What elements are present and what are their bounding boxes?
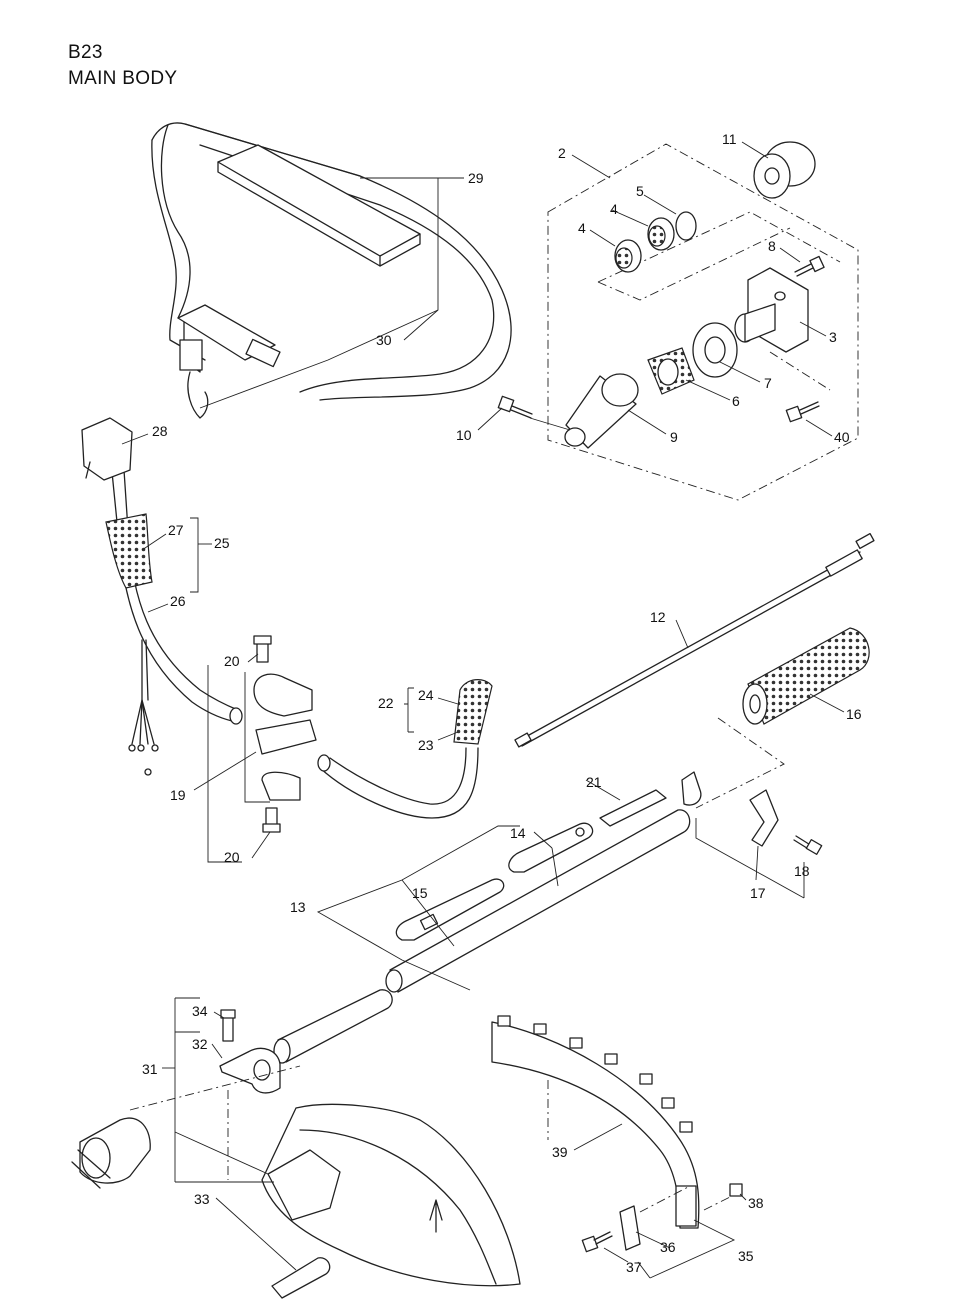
- handle-clamp: [207, 635, 317, 863]
- callout-38: 38: [748, 1195, 764, 1211]
- bolt-10: [497, 395, 533, 419]
- grip-27: [105, 513, 153, 589]
- guard-body: [261, 1103, 521, 1287]
- callout-20b: 20: [224, 849, 240, 865]
- diagram-code: B23: [68, 42, 103, 63]
- callout-25: 25: [214, 535, 230, 551]
- callout-39: 39: [552, 1144, 568, 1160]
- callout-16: 16: [846, 706, 862, 722]
- callout-7: 7: [764, 375, 772, 391]
- callout-11: 11: [722, 131, 737, 147]
- callout-2: 2: [558, 145, 566, 161]
- label-14: [508, 822, 594, 873]
- callout-27: 27: [168, 522, 184, 538]
- callout-24: 24: [418, 687, 434, 703]
- callout-30: 30: [376, 332, 392, 348]
- loop-handle: [317, 679, 493, 819]
- bolt-40: [785, 401, 820, 423]
- clutch-drum-group: [497, 141, 859, 501]
- callout-9: 9: [670, 429, 678, 445]
- callout-26: 26: [170, 593, 186, 609]
- callout-31: 31: [142, 1061, 158, 1077]
- callout-15: 15: [412, 885, 428, 901]
- throttle-assembly: [81, 417, 243, 776]
- nut-38: [729, 1183, 743, 1197]
- callout-20a: 20: [224, 653, 240, 669]
- callout-29: 29: [468, 170, 484, 186]
- plate-33: [271, 1257, 331, 1299]
- bolt-18: [793, 835, 823, 855]
- callout-10: 10: [456, 427, 472, 443]
- callout-37: 37: [626, 1259, 642, 1275]
- callout-35: 35: [738, 1248, 754, 1264]
- callout-32: 32: [192, 1036, 208, 1052]
- right-grip-16: [742, 627, 870, 725]
- callout-14: 14: [510, 825, 526, 841]
- callout-4b: 4: [578, 220, 586, 236]
- callout-18: 18: [794, 863, 810, 879]
- bolt-37: [581, 1231, 613, 1253]
- gear-head-elbow: [71, 1117, 151, 1189]
- callout-28: 28: [152, 423, 168, 439]
- grip-24: [453, 679, 493, 745]
- clutch-drum-11: [753, 141, 816, 199]
- shaft-tube-13: [273, 809, 691, 1064]
- callout-3: 3: [829, 329, 837, 345]
- callout-12: 12: [650, 609, 666, 625]
- guard-extension-39: [491, 1015, 700, 1229]
- handle-bracket: [681, 717, 823, 899]
- bearing-4a: [647, 217, 675, 251]
- diagram-header: B23 MAIN BODY: [68, 40, 177, 92]
- clutch-shoe-6: [647, 347, 695, 395]
- plate-7: [692, 322, 738, 378]
- label-21: [599, 789, 667, 827]
- throttle-lever-28: [81, 417, 133, 481]
- bearing-4b: [614, 239, 642, 273]
- callout-40: 40: [834, 429, 850, 445]
- diagram-title: MAIN BODY: [68, 68, 178, 89]
- leader-lines: [121, 141, 845, 1279]
- callout-33: 33: [194, 1191, 210, 1207]
- shoulder-pad: [217, 144, 421, 257]
- callout-13: 13: [290, 899, 306, 915]
- circlip-5: [675, 211, 697, 241]
- callout-5: 5: [636, 183, 644, 199]
- bolt-8: [794, 255, 825, 277]
- guard-clamp: [129, 998, 331, 1299]
- callout-4a: 4: [610, 201, 618, 217]
- callout-labels: 29 30 2 11 5 4 4 8 3 7 6 9 10 40 28 27 2…: [142, 131, 862, 1275]
- callout-19: 19: [170, 787, 186, 803]
- plate-36: [619, 1205, 641, 1251]
- shoulder-harness: [151, 122, 512, 419]
- callout-8: 8: [768, 238, 776, 254]
- callout-34: 34: [192, 1003, 208, 1019]
- callout-17: 17: [750, 885, 766, 901]
- callout-6: 6: [732, 393, 740, 409]
- callout-21: 21: [586, 774, 602, 790]
- housing-3: [734, 267, 809, 353]
- callout-23: 23: [418, 737, 434, 753]
- drive-shaft-12: [514, 532, 875, 748]
- callout-22: 22: [378, 695, 394, 711]
- cone-9: [564, 373, 639, 449]
- callout-36: 36: [660, 1239, 676, 1255]
